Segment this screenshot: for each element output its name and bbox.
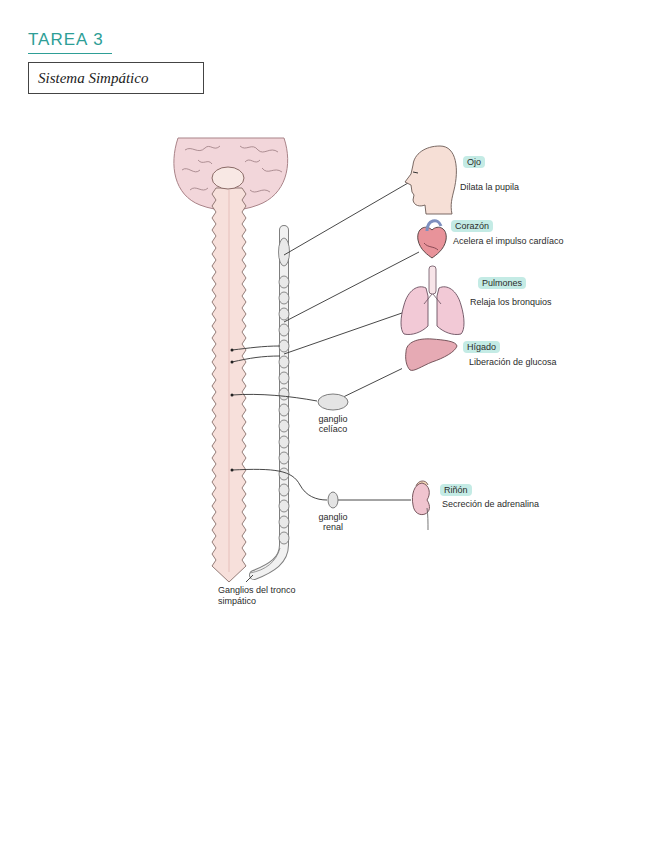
leader-line [246, 575, 253, 582]
lung [437, 287, 464, 335]
trunk-ganglion [279, 452, 289, 464]
nerve-line [284, 183, 408, 255]
organ-name: Hígado [463, 341, 500, 353]
spinal-cord [212, 188, 246, 582]
nerve-line [232, 346, 280, 350]
label-block: Ganglios del tronco simpático [218, 585, 318, 607]
brain-fold [250, 190, 270, 192]
root-dot [231, 361, 234, 364]
organ-name: Pulmones [478, 277, 526, 289]
trunk-ganglion [279, 238, 290, 266]
trunk-ganglion [279, 308, 289, 320]
trunk-ganglion [279, 500, 289, 512]
organ-function: Secreción de adrenalina [442, 498, 539, 510]
brain-fold [182, 169, 200, 172]
brainstem [212, 167, 244, 189]
heart [418, 227, 447, 258]
organ-node: RiñónSecreción de adrenalina [411, 478, 544, 520]
head-profile [405, 146, 456, 214]
brain-fold [262, 168, 282, 172]
trachea [429, 266, 436, 294]
spinal-cord-body [212, 188, 246, 582]
ganglion-label: ganglio celíaco [311, 414, 355, 434]
trunk-ganglion [279, 372, 289, 384]
trunk-ganglion [279, 356, 289, 368]
nerve-line [284, 313, 402, 354]
organ-name: Ojo [463, 156, 485, 168]
trunk-ganglion [279, 532, 289, 544]
root-dot [231, 394, 234, 397]
ganglion-shape [317, 393, 349, 411]
trunk-ganglion [279, 276, 289, 288]
brain-fold [198, 160, 212, 164]
page-title: TAREA 3 [28, 30, 112, 54]
heart-vessel [427, 221, 441, 231]
nerve-line [232, 356, 280, 362]
organ-function: Liberación de glucosa [469, 356, 557, 368]
brain-folds [182, 146, 282, 192]
brain-fold [240, 146, 278, 152]
title-block: TAREA 3 [28, 30, 112, 54]
section-box: Sistema Simpático [28, 62, 204, 94]
nerve-line [232, 394, 317, 401]
spinal-cord-center [229, 190, 230, 572]
structure-label: Ganglios del tronco simpático [218, 585, 318, 607]
organ-function: Acelera el impulso cardíaco [453, 235, 564, 247]
nerves [232, 183, 419, 582]
nerve-connector [344, 369, 402, 397]
trunk-ganglion [279, 340, 289, 352]
bronchi [424, 294, 441, 304]
organ-node: PulmonesRelaja los bronquios [397, 264, 556, 334]
heart-vessel [424, 243, 438, 250]
lung [401, 287, 428, 335]
organ-node: HígadoLiberación de glucosa [402, 336, 561, 374]
ganglion-shape [327, 491, 339, 509]
trunk-ganglion [279, 516, 289, 528]
section-title: Sistema Simpático [29, 63, 148, 93]
brain-fold [245, 160, 260, 162]
organ-node: CorazónAcelera el impulso cardíaco [415, 214, 568, 260]
sympathetic-trunk [250, 230, 290, 575]
trunk-ganglion [279, 404, 289, 416]
ganglion-label: ganglio renal [311, 512, 355, 532]
trunk-ganglion [279, 292, 289, 304]
brain-fold [185, 146, 220, 151]
root-dot [231, 349, 234, 352]
organ-function: Dilata la pupila [460, 181, 519, 193]
ganglion-node: ganglio celíaco [317, 393, 349, 411]
organ-name: Corazón [451, 220, 493, 232]
trunk-ganglion [279, 324, 289, 336]
nerve-line [232, 469, 327, 500]
ganglion-outline [328, 492, 338, 508]
organ-name: Riñón [440, 484, 472, 496]
trunk-ganglion [279, 436, 289, 448]
nerve-connector [338, 500, 411, 501]
trunk-line [250, 548, 280, 573]
organ-node: OjoDilata la pupila [403, 143, 524, 213]
organ-function: Relaja los bronquios [470, 296, 552, 308]
trunk-ganglion [279, 484, 289, 496]
ganglion-outline [318, 394, 348, 410]
eye-mark [413, 172, 418, 173]
trunk-ganglion [279, 388, 289, 400]
nerve-line [284, 252, 419, 322]
trunk-ganglion [279, 420, 289, 432]
root-dot [231, 469, 234, 472]
brain-fold [190, 188, 208, 190]
ureter [427, 508, 428, 530]
nerve-roots [231, 349, 234, 472]
ganglion-node: ganglio renal [327, 491, 339, 509]
liver [406, 339, 457, 371]
